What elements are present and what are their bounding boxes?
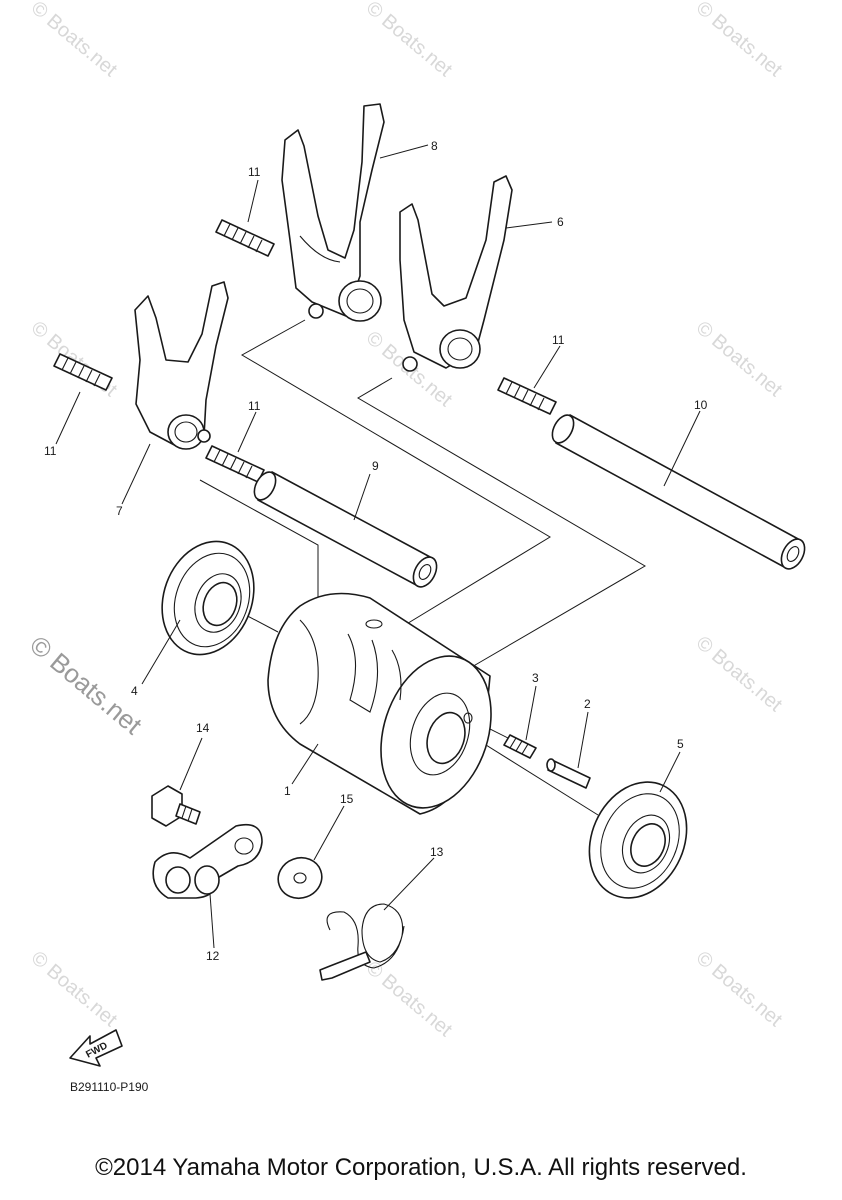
callout-11: 11	[248, 165, 261, 179]
watermark: © Boats.net	[27, 0, 122, 81]
callout-7: 7	[116, 504, 123, 518]
callout-9: 9	[372, 459, 379, 473]
washer-15	[277, 856, 323, 900]
watermark: © Boats.net	[362, 957, 457, 1041]
callout-11: 11	[44, 444, 57, 458]
callout-10: 10	[694, 398, 708, 412]
callout-1: 1	[284, 784, 291, 798]
bearing-4	[161, 540, 255, 656]
shift-drum-1	[267, 592, 492, 815]
bearing-5	[588, 781, 688, 899]
watermark: © Boats.net	[362, 0, 457, 81]
callout-13: 13	[430, 845, 444, 859]
callout-labels: 8 6 11 11 11 11 7 9 10 4 1 3 2 5 14 15 1…	[44, 139, 708, 963]
stopper-lever-12	[152, 823, 263, 899]
callout-6: 6	[557, 215, 564, 229]
watermark: © Boats.net	[692, 0, 787, 81]
watermark: © Boats.net	[692, 632, 787, 716]
shift-fork-shaft-9	[253, 471, 438, 588]
callout-11: 11	[248, 399, 261, 413]
shift-fork-6	[399, 175, 513, 372]
callout-12: 12	[206, 949, 220, 963]
diagram-code: B291110-P190	[70, 1080, 149, 1094]
fwd-arrow-icon: FWD	[69, 1029, 123, 1067]
shift-fork-shaft-10	[551, 414, 806, 570]
spring-3	[503, 734, 537, 759]
watermark: © Boats.net	[692, 317, 787, 401]
callout-8: 8	[431, 139, 438, 153]
watermark-large: © Boats.net	[24, 630, 148, 741]
callout-3: 3	[532, 671, 539, 685]
callout-11: 11	[552, 333, 565, 347]
pin-2	[546, 758, 591, 789]
shift-fork-8	[281, 103, 385, 322]
shift-fork-7	[134, 281, 229, 450]
callout-2: 2	[584, 697, 591, 711]
copyright-notice: ©2014 Yamaha Motor Corporation, U.S.A. A…	[95, 1154, 747, 1181]
spring-11-a	[215, 219, 275, 257]
callout-5: 5	[677, 737, 684, 751]
spring-11-d	[497, 377, 557, 415]
spring-11-b	[53, 353, 113, 391]
callout-15: 15	[340, 792, 354, 806]
torsion-spring-13	[319, 903, 405, 981]
watermark-layer: © Boats.net © Boats.net © Boats.net © Bo…	[24, 0, 786, 1041]
callout-leaders	[55, 144, 701, 949]
bolt-14	[151, 785, 201, 827]
callout-4: 4	[131, 684, 138, 698]
callout-14: 14	[196, 721, 210, 735]
watermark: © Boats.net	[27, 947, 122, 1031]
spring-11-c	[205, 445, 265, 483]
watermark: © Boats.net	[692, 947, 787, 1031]
